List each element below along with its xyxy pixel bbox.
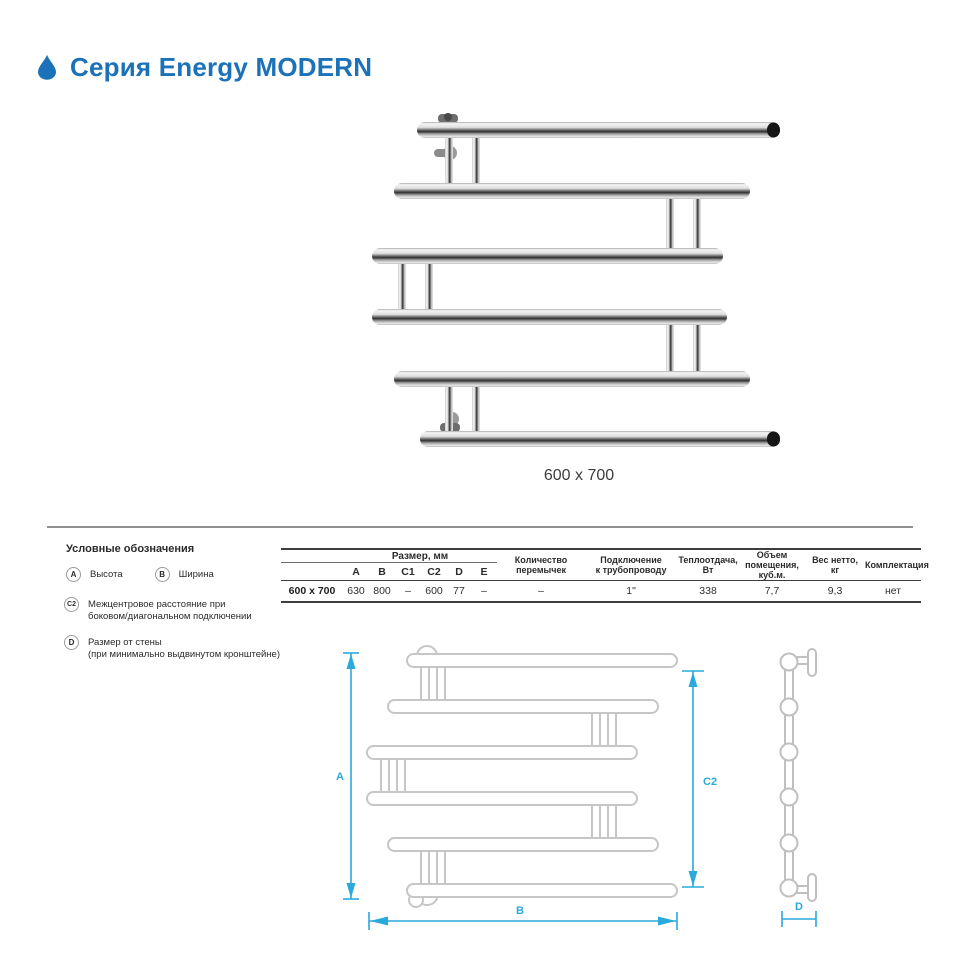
cell-bridges: – [497, 580, 586, 602]
col-header-c2: C2 [427, 565, 441, 578]
table-row: 600 x 700 630 800 – 600 77 – – 1" 338 7,… [281, 580, 922, 602]
legend-item-height: A Высота [64, 567, 123, 582]
legend-c2-label: Межцентровое расстояние при боковом/диаг… [88, 599, 252, 623]
cell-weight: 9,3 [805, 580, 866, 602]
legend-item-c2: C2 Межцентровое расстояние при боковом/д… [62, 597, 292, 624]
legend-height-label: Высота [90, 569, 123, 580]
dim-b-label: B [516, 905, 524, 917]
section-divider [47, 526, 913, 528]
size-group-header: Размер, мм [343, 549, 498, 564]
dim-d-label: D [795, 901, 803, 913]
symbol-a-badge: A [66, 567, 81, 582]
col-header-connection: Подключение к трубопроводу [595, 555, 667, 576]
cell-kit: нет [865, 580, 922, 602]
symbol-d-badge: D [64, 634, 79, 650]
legend-width-label: Ширина [178, 569, 214, 580]
legend-item-d: D Размер от стены (при минимально выдвин… [62, 634, 292, 662]
col-header-bridges: Количество перемычек [514, 555, 568, 576]
photo-bars [372, 122, 780, 447]
empty-subheader-cell [281, 563, 343, 581]
technical-drawing: A C2 B D [336, 645, 817, 930]
col-header-volume: Объем помещения, куб.м. [745, 550, 799, 581]
col-header-weight: Вес нетто, кг [812, 555, 858, 576]
photo-connector-posts [398, 130, 701, 439]
front-view-outline [366, 645, 678, 908]
cell-b: 800 [369, 580, 395, 602]
dim-c2-label: C2 [703, 776, 717, 788]
cell-model: 600 x 700 [281, 580, 343, 602]
spec-table-wrap: Размер, мм Количество перемычек Подключе… [281, 548, 929, 603]
page-title-row: Серия Energy MODERN [38, 52, 372, 83]
cell-volume: 7,7 [739, 580, 806, 602]
symbol-c2-badge: C2 [64, 597, 79, 612]
spec-table: Размер, мм Количество перемычек Подключе… [281, 548, 929, 603]
legend-block: Условные обозначения A Высота B Ширина C… [62, 543, 292, 672]
photo-size-caption: 600 x 700 [543, 467, 615, 484]
col-header-kit: Комплектация [865, 560, 929, 571]
legend-item-width: B Ширина [153, 567, 214, 582]
cell-heat: 338 [677, 580, 740, 602]
cell-c1: – [395, 580, 421, 602]
side-view-outline [779, 648, 817, 902]
dimension-lines [343, 652, 817, 930]
col-header-d: D [455, 565, 463, 578]
table-corner-cell [281, 549, 343, 564]
page-title: Серия Energy MODERN [70, 52, 373, 82]
photo-end-caps [767, 122, 780, 447]
legend-row-ab: A Высота B Ширина [62, 567, 292, 582]
col-header-e: E [480, 565, 488, 578]
symbol-b-badge: B [154, 567, 170, 582]
legend-heading: Условные обозначения [66, 543, 195, 555]
col-header-c1: C1 [401, 565, 415, 578]
cell-c2: 600 [421, 580, 447, 602]
cell-d: 77 [447, 580, 471, 602]
legend-d-label: Размер от стены (при минимально выдвинут… [88, 636, 280, 661]
product-photo [372, 113, 780, 447]
dim-a-label: A [336, 771, 344, 783]
cell-connection: 1" [585, 580, 678, 602]
cell-e: – [471, 580, 498, 602]
cell-a: 630 [343, 580, 369, 602]
col-header-heat: Теплоотдача, Вт [678, 555, 738, 576]
col-header-b: B [378, 565, 386, 578]
col-header-a: A [352, 565, 360, 578]
water-drop-icon [38, 54, 56, 80]
